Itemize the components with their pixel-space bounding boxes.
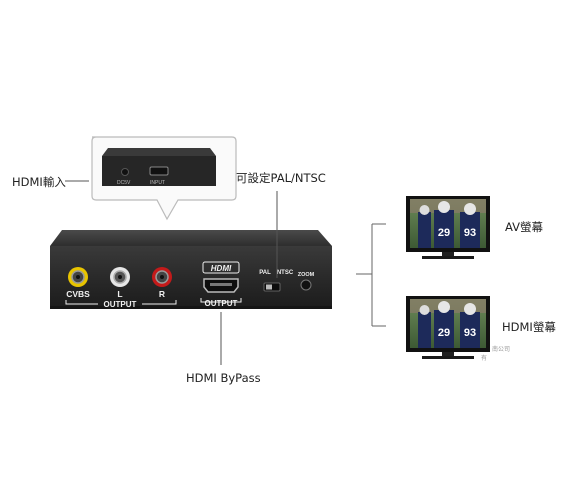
hdmi-badge: HDMI [211, 264, 232, 273]
pal-label: PAL [259, 270, 271, 276]
audio-right-jack [152, 267, 172, 287]
right-label: R [159, 289, 165, 299]
zoom-label: ZOOM [298, 272, 315, 278]
rear-view-callout [91, 136, 237, 221]
dc-port-label: DC5V [117, 180, 131, 186]
converter-device: CVBS L R OUTPUT HDMI OUTPUT PAL NTSC ZOO… [50, 230, 332, 309]
jersey-number: 93 [464, 227, 476, 239]
hdmi-badge-frame [202, 261, 240, 274]
hdmi-input-port [149, 166, 169, 176]
hdmi-bypass-label: HDMI ByPass [186, 371, 261, 385]
cvbs-label: CVBS [66, 289, 90, 299]
cvbs-jack [68, 267, 88, 287]
pal-ntsc-setting-label: 可設定PAL/NTSC [236, 171, 326, 185]
hdmi-input-label: HDMI輸入 [12, 175, 66, 189]
watermark-line-1: 南公司 [492, 347, 511, 353]
input-port-label: INPUT [150, 180, 165, 186]
av-tv: 29 93 [406, 196, 490, 259]
hdmi-output-label: OUTPUT [205, 299, 238, 308]
ntsc-label: NTSC [277, 270, 294, 276]
audio-left-jack [110, 267, 130, 287]
zoom-button[interactable] [300, 279, 312, 291]
analog-output-label: OUTPUT [104, 300, 137, 309]
hdmi-screen-label: HDMI螢幕 [502, 320, 556, 334]
output-bracket [356, 223, 386, 327]
left-label: L [117, 289, 122, 299]
av-screen-label: AV螢幕 [505, 220, 543, 234]
switch-knob [266, 284, 272, 290]
dc-power-port [121, 168, 129, 176]
jersey-number: 93 [464, 327, 476, 339]
hdmi-tv: 29 93 [406, 296, 490, 359]
watermark-line-2: 有 [481, 356, 488, 362]
jersey-number: 29 [438, 227, 450, 239]
jersey-number: 29 [438, 327, 450, 339]
